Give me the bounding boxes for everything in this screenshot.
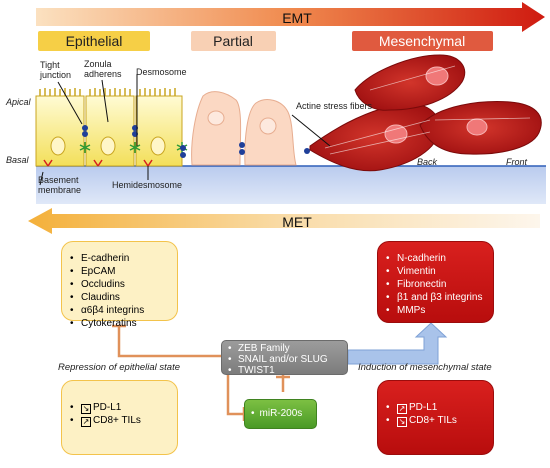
mesenchymal-marker: Vimentin — [383, 265, 493, 278]
label-basement-membrane: Basement membrane — [38, 175, 82, 195]
stage-labels: Epithelial Partial Mesenchymal — [38, 31, 493, 51]
mesenchymal-cells — [309, 54, 542, 172]
label-zonula-adherens: Zonula adherens — [84, 59, 122, 79]
epithelial-cell — [135, 88, 183, 167]
junction-markers — [43, 125, 188, 167]
mesenchymal-marker: N-cadherin — [383, 252, 493, 265]
partial-cells — [191, 91, 310, 166]
stage-mesenchymal: Mesenchymal — [379, 33, 465, 49]
immune-item: ↘PD-L1 — [67, 401, 177, 414]
epithelial-cell — [85, 88, 135, 167]
bullet: • — [251, 408, 255, 419]
arrow-down-icon: ↘ — [81, 404, 91, 414]
mesenchymal-immune-box: ↗PD-L1 ↘CD8+ TILs — [377, 380, 494, 455]
induction-label: Induction of mesenchymal state — [358, 362, 492, 373]
epithelial-immune-box: ↘PD-L1 ↗CD8+ TILs — [61, 380, 178, 455]
met-arrow — [28, 208, 540, 234]
arrow-down-icon: ↘ — [397, 417, 407, 427]
transcription-factors-box: ZEB Family SNAIL and/or SLUG TWIST1 — [221, 340, 348, 376]
mesenchymal-marker: Fibronectin — [383, 278, 493, 291]
label-actine-stress-fibers: Actine stress fibers — [296, 101, 373, 111]
arrow-up-icon: ↗ — [81, 417, 91, 427]
induction-arrow — [347, 322, 448, 365]
label-back: Back — [417, 157, 438, 167]
epithelial-marker: α6β4 integrins — [67, 304, 177, 317]
label-front: Front — [506, 157, 528, 167]
transcription-factor: ZEB Family — [226, 343, 347, 354]
epithelial-cell — [35, 88, 85, 167]
epithelial-cells — [35, 88, 188, 167]
epithelial-marker: Occludins — [67, 278, 177, 291]
epithelial-markers-box: E-cadherin EpCAM Occludins Claudins α6β4… — [61, 241, 178, 330]
immune-item: ↘CD8+ TILs — [383, 414, 493, 427]
mesenchymal-marker: β1 and β3 integrins — [383, 291, 493, 304]
immune-item: ↗CD8+ TILs — [67, 414, 177, 427]
stage-epithelial: Epithelial — [66, 33, 123, 49]
mirna-box: • miR-200s — [244, 399, 317, 429]
transcription-factor: SNAIL and/or SLUG — [226, 354, 347, 365]
label-hemidesmosome: Hemidesmosome — [112, 180, 183, 190]
repression-label: Repression of epithelial state — [58, 362, 180, 373]
label-basal: Basal — [6, 155, 29, 165]
label-tight-junction: Tight junction — [40, 60, 72, 80]
epithelial-marker: EpCAM — [67, 265, 177, 278]
basement-floor — [36, 166, 546, 204]
immune-item: ↗PD-L1 — [383, 401, 493, 414]
met-label: MET — [282, 214, 312, 230]
label-desmosome: Desmosome — [136, 67, 187, 77]
transcription-factor: TWIST1 — [226, 365, 347, 376]
emt-arrow — [36, 2, 545, 32]
stage-partial: Partial — [213, 33, 253, 49]
epithelial-marker: E-cadherin — [67, 252, 177, 265]
mesenchymal-marker: MMPs — [383, 304, 493, 317]
epithelial-marker: Cytokeratins — [67, 317, 177, 330]
mesenchymal-markers-box: N-cadherin Vimentin Fibronectin β1 and β… — [377, 241, 494, 323]
label-apical: Apical — [6, 97, 31, 107]
annotation-leaders — [39, 74, 331, 186]
emt-label: EMT — [282, 10, 312, 26]
arrow-up-icon: ↗ — [397, 404, 407, 414]
mirna-label: miR-200s — [259, 408, 303, 419]
epithelial-marker: Claudins — [67, 291, 177, 304]
